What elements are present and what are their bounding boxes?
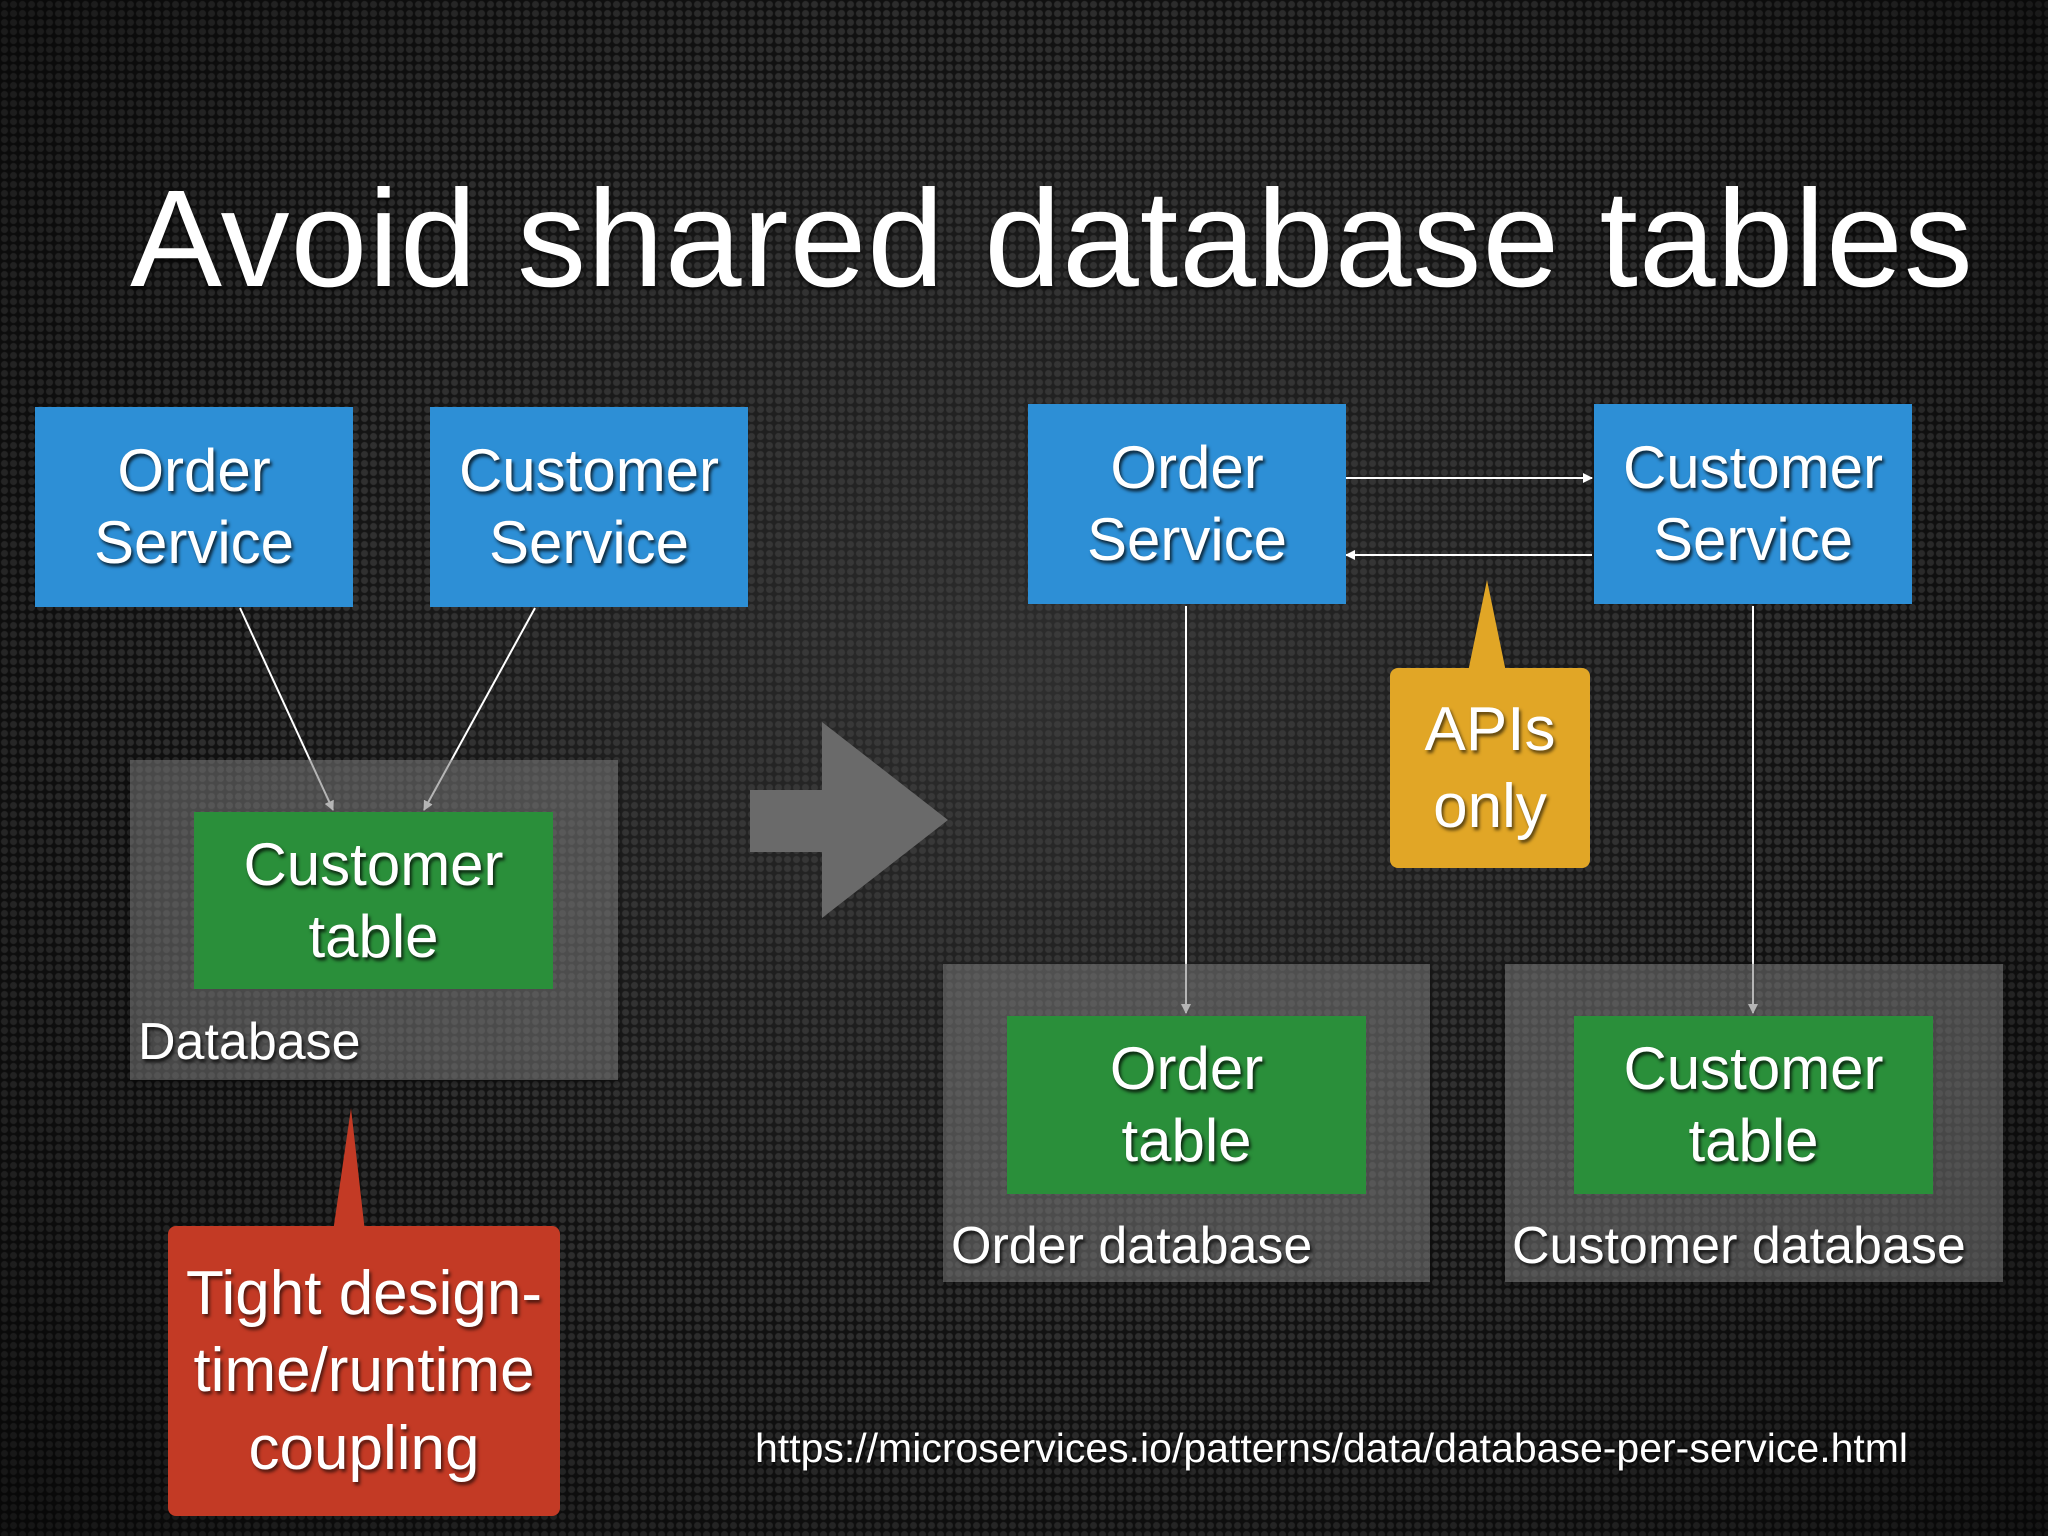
order-table: Order table	[1007, 1016, 1366, 1194]
red-callout-pointer	[333, 1108, 365, 1232]
right-customer-table: Customer table	[1574, 1016, 1933, 1194]
left-database-label: Database	[138, 1013, 361, 1071]
left-order-service: Order Service	[35, 407, 353, 607]
coupling-callout: Tight design- time/runtime coupling	[168, 1226, 560, 1516]
right-customer-service: Customer Service	[1594, 404, 1912, 604]
yellow-callout-pointer	[1468, 580, 1506, 672]
slide-title: Avoid shared database tables	[130, 162, 1974, 316]
left-customer-service: Customer Service	[430, 407, 748, 607]
source-url: https://microservices.io/patterns/data/d…	[755, 1425, 1909, 1471]
customer-database-label: Customer database	[1512, 1217, 1966, 1275]
order-database-label: Order database	[951, 1217, 1313, 1275]
right-order-service: Order Service	[1028, 404, 1346, 604]
left-customer-table: Customer table	[194, 812, 553, 989]
transition-arrow-icon	[750, 722, 948, 918]
apis-only-callout: APIs only	[1390, 668, 1590, 868]
